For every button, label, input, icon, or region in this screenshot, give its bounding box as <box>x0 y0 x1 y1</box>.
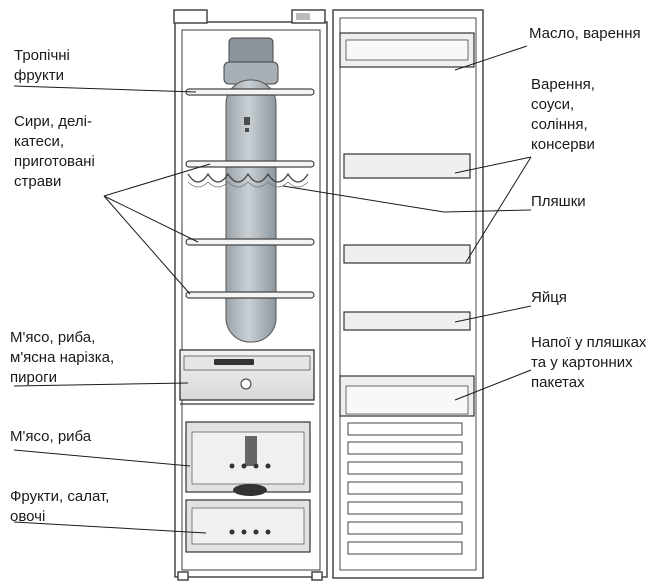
fridge-door <box>332 9 484 579</box>
label-butter-jam: Масло, варення <box>529 25 641 42</box>
air-duct <box>223 37 279 343</box>
label-bottles: Пляшки <box>531 193 586 210</box>
label-eggs: Яйця <box>531 289 567 306</box>
label-cheese-deli: Сири, делі- катеси, приготовані страви <box>14 113 95 190</box>
label-meat-fish-cold-cuts: М'ясо, риба, м'ясна нарізка, пироги <box>10 329 115 386</box>
label-tropical-fruits: Тропічні фрукти <box>14 47 70 84</box>
label-fruit-salad-vegetables: Фрукти, салат, овочі <box>10 488 110 525</box>
crisper-drawer-upper <box>185 421 311 496</box>
label-drinks: Напої у пляшках та у картонних пакетах <box>531 334 647 391</box>
door-bin-1 <box>343 153 471 179</box>
door-bin-2 <box>343 244 471 264</box>
label-meat-fish: М'ясо, риба <box>10 428 92 445</box>
crisper-drawer-lower <box>185 499 311 553</box>
leader-lines <box>13 45 532 534</box>
door-panel <box>347 422 463 555</box>
shelves <box>185 88 315 299</box>
egg-tray <box>343 311 471 331</box>
label-jam-sauces-pickles: Варення, соуси, соління, консерви <box>531 76 595 153</box>
bottle-rack <box>187 172 309 183</box>
door-bins <box>339 32 475 417</box>
chill-drawer <box>179 349 315 405</box>
